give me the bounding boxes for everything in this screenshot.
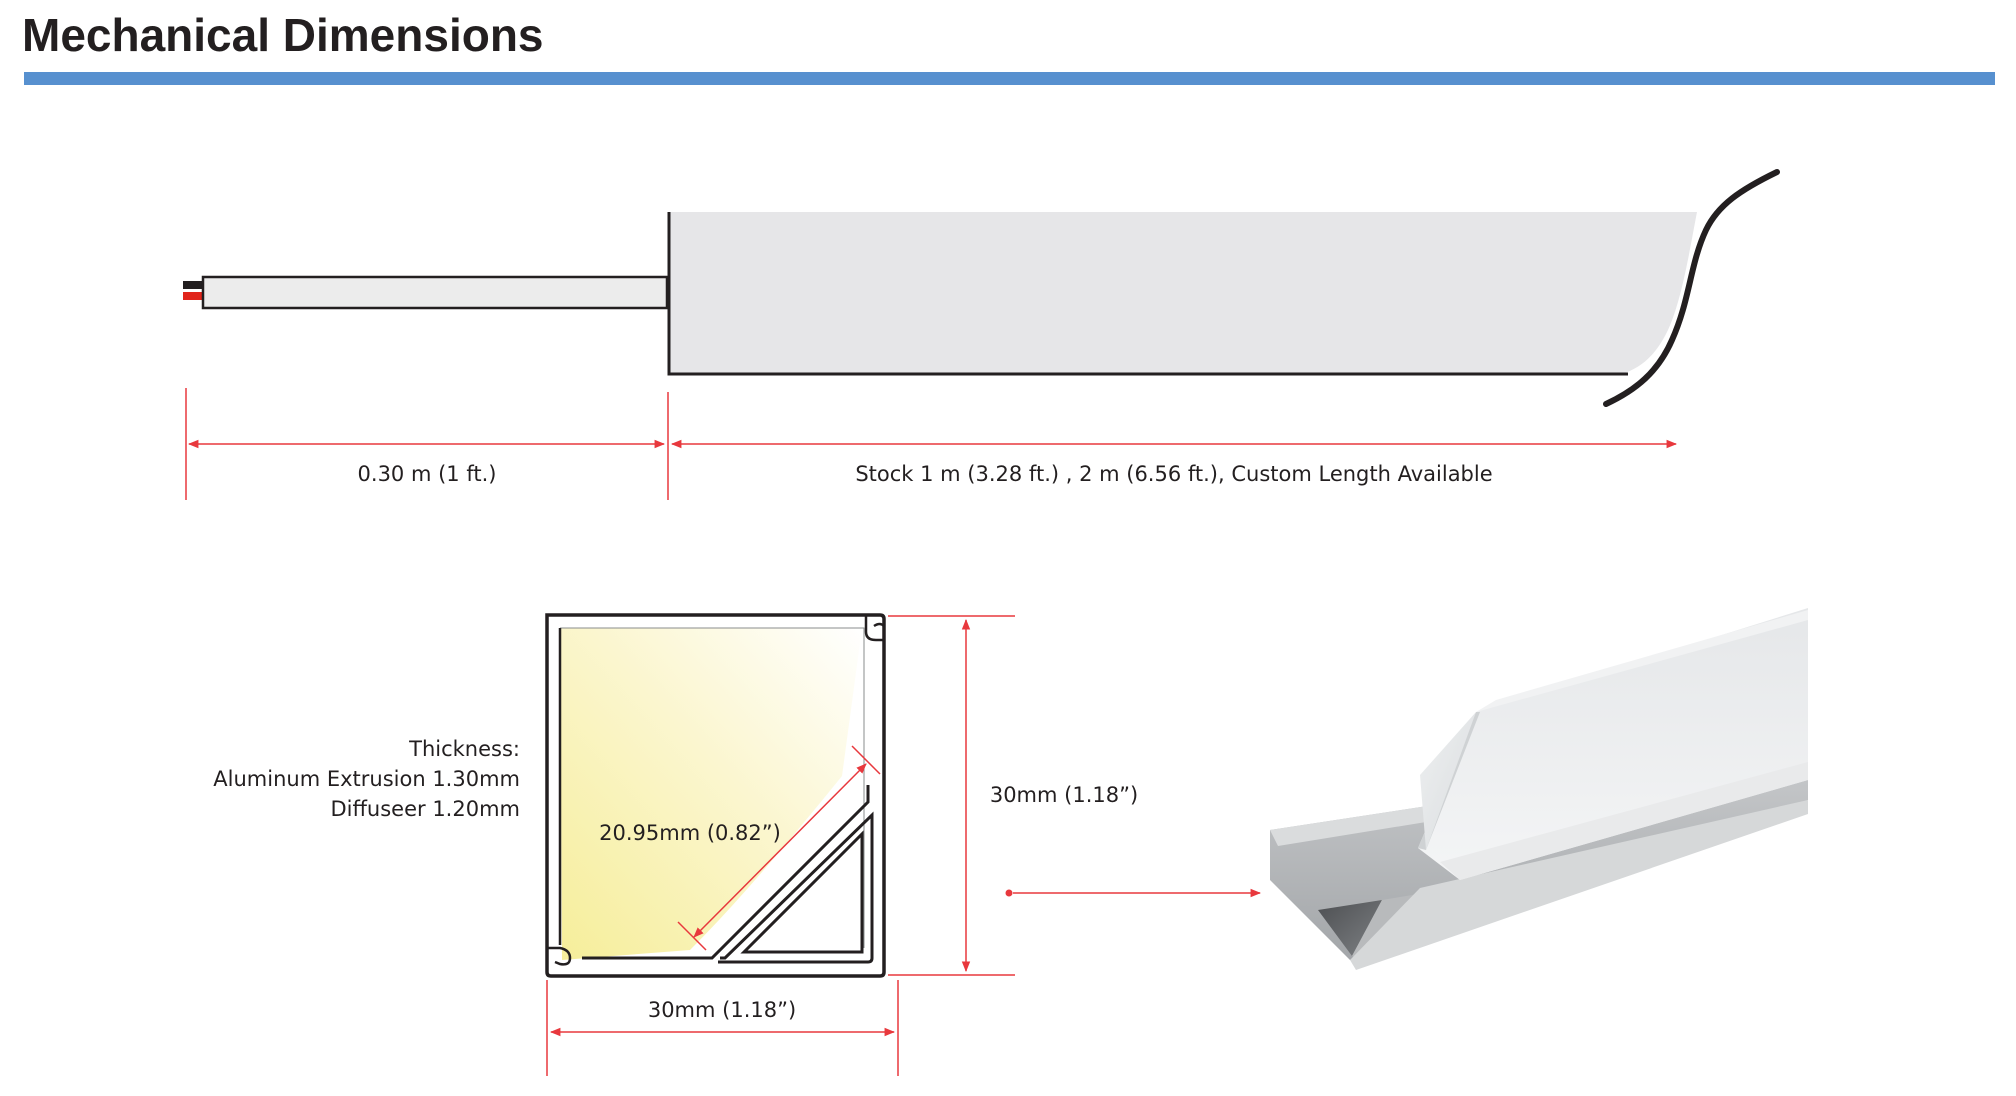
inner-dimension-line [693, 763, 867, 938]
height-label: 30mm (1.18”) [990, 783, 1138, 807]
side-view: 0.30 m (1 ft.) Stock 1 m (3.28 ft.) , 2 … [183, 169, 1780, 500]
diffuser-lower-edge [1440, 762, 1808, 880]
red-wire-icon [183, 292, 204, 300]
black-wire-icon [183, 281, 204, 289]
thickness-extrusion: Aluminum Extrusion 1.30mm [213, 767, 520, 791]
inner-dimension-label: 20.95mm (0.82”) [599, 821, 781, 845]
channel-opening [1318, 900, 1382, 956]
inner-dimension-tick-b [677, 921, 707, 951]
light-glow [560, 628, 862, 960]
lead-cable [201, 275, 669, 310]
housing-outer-outline [545, 613, 886, 978]
profile-body [669, 212, 1697, 374]
diffuser-cover-side [1418, 608, 1808, 880]
thickness-diffuser: Diffuseer 1.20mm [330, 797, 520, 821]
page-title: Mechanical Dimensions [22, 9, 544, 61]
product-render [1270, 608, 1808, 970]
width-label: 30mm (1.18”) [648, 998, 796, 1022]
cross-section: 20.95mm (0.82”) Thickness: Aluminum Extr… [213, 613, 1138, 1076]
diagonal-wall [718, 811, 874, 964]
pointer-dot [1005, 889, 1013, 897]
title-underline-bar [24, 72, 1995, 85]
profile-outline [667, 212, 1628, 376]
aluminum-lower-lip [1350, 800, 1808, 970]
profile-length-label: Stock 1 m (3.28 ft.) , 2 m (6.56 ft.), C… [855, 462, 1492, 486]
thickness-heading: Thickness: [408, 737, 520, 761]
diffuser-end-face [1420, 712, 1476, 850]
clip-top-right [864, 615, 885, 642]
lead-length-label: 0.30 m (1 ft.) [358, 462, 497, 486]
inner-dimension-tick-a [851, 745, 881, 775]
break-line [1603, 169, 1780, 407]
clip-bottom-left [547, 946, 572, 966]
diffuser-top-highlight [1476, 610, 1808, 712]
